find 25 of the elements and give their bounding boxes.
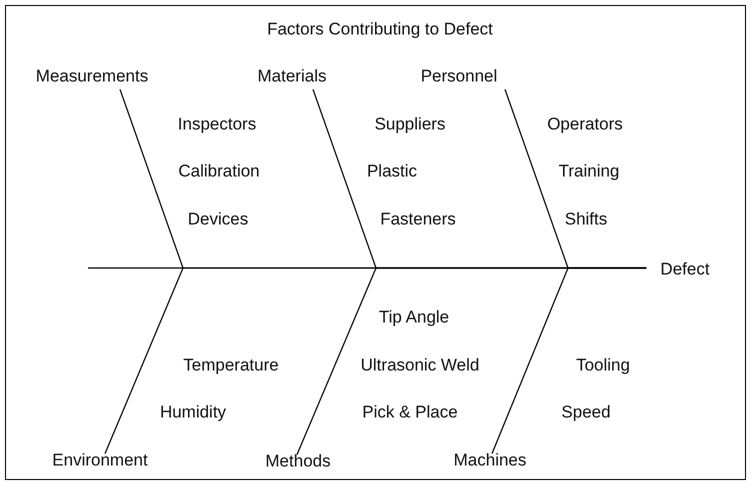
category-label: Methods [265,452,331,472]
cause-label: Training [558,162,620,182]
cause-label: Operators [547,116,623,134]
cause-label: Speed [561,404,611,422]
category-label: Machines [454,452,526,470]
category-label: Personnel [420,68,498,86]
cause-label: Devices [188,210,248,230]
cause-label: Suppliers [374,116,446,134]
cause-label: Pick & Place [362,404,458,422]
cause-label: Temperature [183,356,279,376]
cause-label: Tooling [576,356,630,376]
effect-label: Defect [660,260,710,280]
category-label: Environment [52,452,148,470]
category-label: Measurements [36,68,148,86]
cause-label: Inspectors [178,116,256,134]
cause-label: Ultrasonic Weld [360,356,480,376]
cause-label: Humidity [160,404,226,422]
cause-label: Fasteners [380,210,456,230]
diagram-title: Factors Contributing to Defect [267,20,493,40]
cause-label: Plastic [366,162,418,182]
category-label: Materials [258,68,326,86]
cause-label: Shifts [564,210,608,230]
branch-line [491,267,646,454]
cause-label: Tip Angle [378,308,450,328]
cause-label: Calibration [178,162,260,182]
